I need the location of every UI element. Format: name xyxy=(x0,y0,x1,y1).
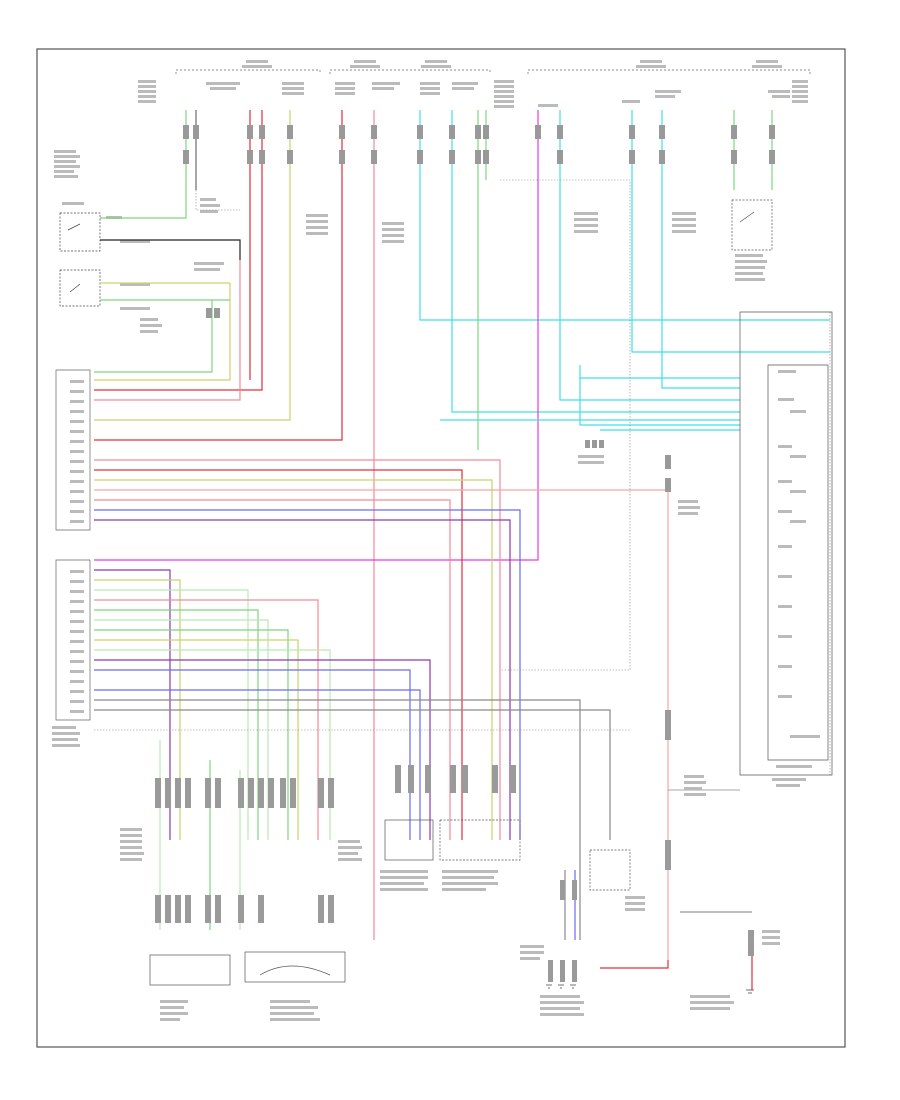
fuse-box-brackets xyxy=(175,69,811,74)
ecm-pin-labels xyxy=(52,380,84,747)
bottom-labels xyxy=(120,212,780,1021)
ignition-switch xyxy=(59,212,101,307)
bottom-components xyxy=(149,819,631,986)
dotted-lines xyxy=(94,179,831,775)
fuse-labels xyxy=(138,60,808,108)
ecm-block xyxy=(55,369,91,721)
connector-stubs xyxy=(183,125,775,492)
ground-symbols xyxy=(546,984,754,994)
wires xyxy=(94,110,830,990)
ignition-labels xyxy=(54,150,224,333)
bottom-connectors xyxy=(155,710,754,982)
diagram-frame xyxy=(36,48,846,1048)
combination-meter xyxy=(731,199,833,776)
meter-labels xyxy=(735,254,820,787)
